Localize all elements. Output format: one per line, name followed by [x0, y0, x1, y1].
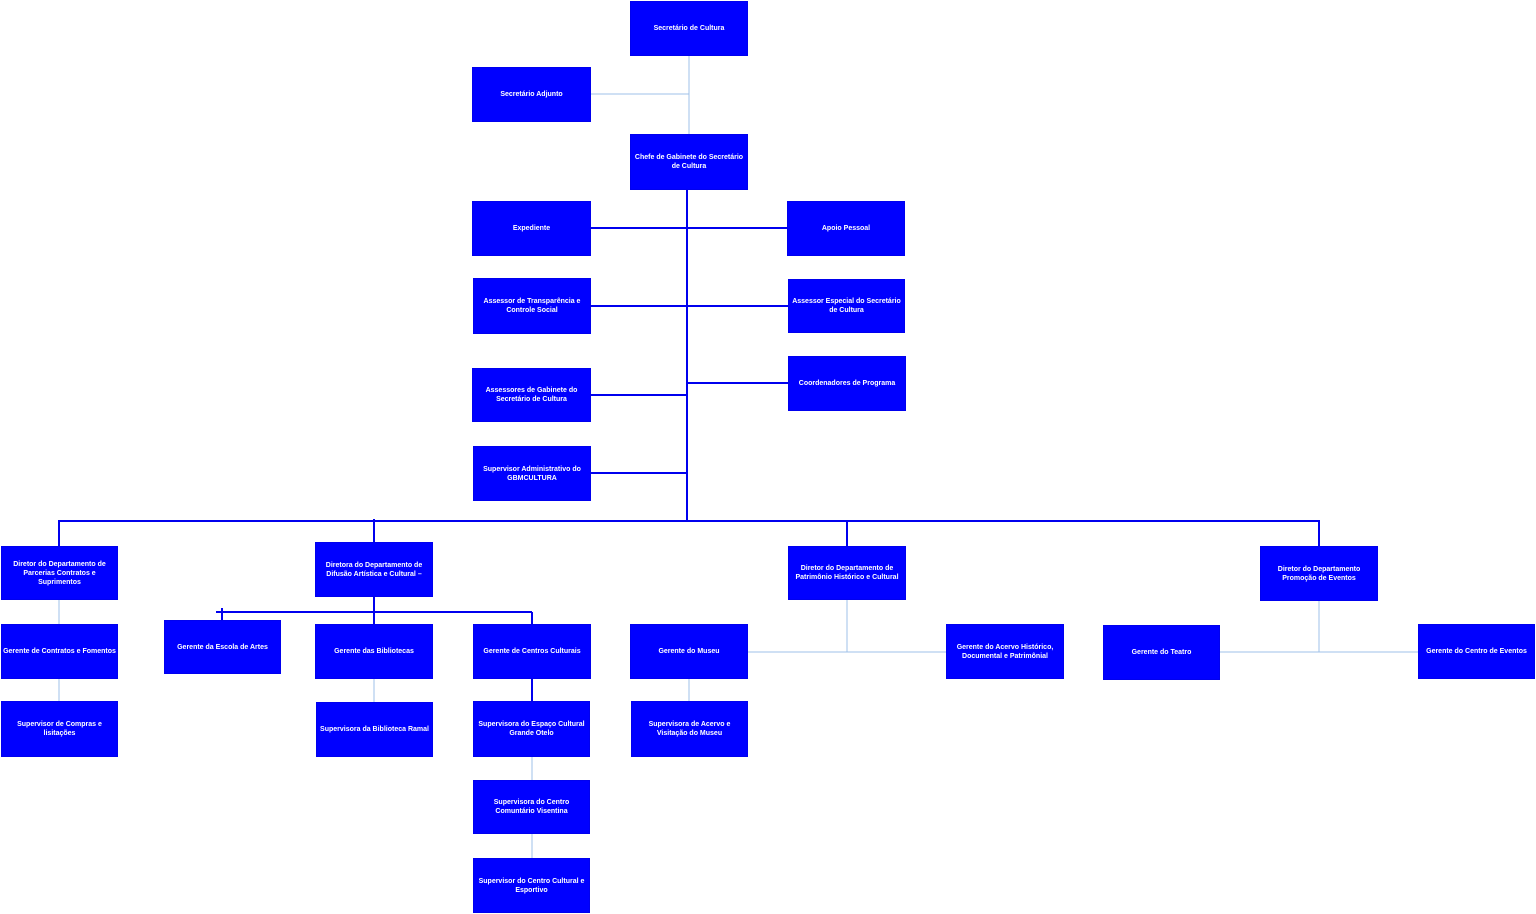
node-supervisora-acervo-museu: Supervisora de Acervo e Visitação do Mus…	[631, 701, 748, 757]
node-supervisora-biblioteca: Supervisora da Biblioteca Ramal	[316, 702, 433, 757]
node-secretario-adjunto: Secretário Adjunto	[472, 67, 591, 122]
node-gerente-bibliotecas: Gerente das Bibliotecas	[315, 624, 433, 679]
node-gerente-escola-artes: Gerente da Escola de Artes	[164, 620, 281, 674]
node-gerente-contratos: Gerente de Contratos e Fomentos	[1, 624, 118, 679]
node-supervisor-esportivo: Supervisor do Centro Cultural e Esportiv…	[473, 858, 590, 913]
node-expediente: Expediente	[472, 201, 591, 256]
node-supervisor-compras: Supervisor de Compras e lisitações	[1, 701, 118, 757]
node-diretor-promocao-eventos: Diretor do Departamento Promoção de Even…	[1260, 546, 1378, 601]
node-gerente-museu: Gerente do Museu	[630, 624, 748, 679]
node-assessor-transparencia: Assessor de Transparência e Controle Soc…	[473, 278, 591, 334]
node-supervisora-visentina: Supervisora do Centro Comuntário Visenti…	[473, 780, 590, 834]
node-supervisora-grande-otelo: Supervisora do Espaço Cultural Grande Ot…	[473, 701, 590, 757]
node-gerente-centro-eventos: Gerente do Centro de Eventos	[1418, 624, 1535, 679]
node-apoio-pessoal: Apoio Pessoal	[787, 201, 905, 256]
node-gerente-centros-culturais: Gerente de Centros Culturais	[473, 624, 591, 679]
node-chefe-de-gabinete: Chefe de Gabinete do Secretário de Cultu…	[630, 134, 748, 190]
node-gerente-acervo-historico: Gerente do Acervo Histórico, Documental …	[946, 624, 1064, 679]
node-secretario-de-cultura: Secretário de Cultura	[630, 1, 748, 56]
node-assessores-gabinete: Assessores de Gabinete do Secretário de …	[472, 368, 591, 422]
node-diretora-difusao: Diretora do Departamento de Difusão Artí…	[315, 542, 433, 597]
node-gerente-teatro: Gerente do Teatro	[1103, 625, 1220, 680]
node-diretor-parcerias: Diretor do Departamento de Parcerias Con…	[1, 546, 118, 600]
node-diretor-patrimonio: Diretor do Departamento de Patrimônio Hi…	[788, 546, 906, 600]
node-coordenadores-programa: Coordenadores de Programa	[788, 356, 906, 411]
node-assessor-especial: Assessor Especial do Secretário de Cultu…	[788, 279, 905, 333]
node-supervisor-administrativo: Supervisor Administrativo do GBMCULTURA	[473, 446, 591, 501]
